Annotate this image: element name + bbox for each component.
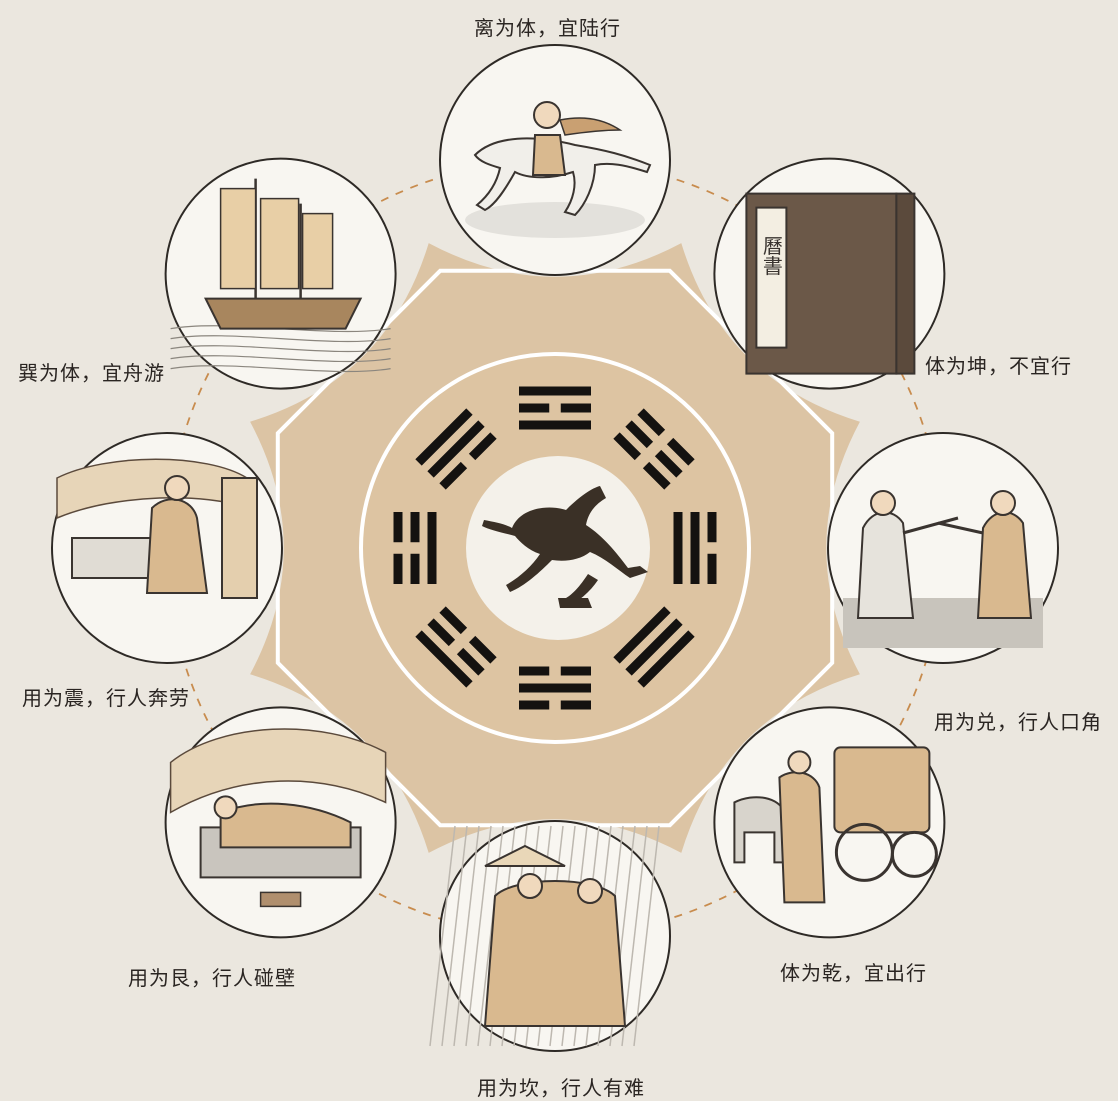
sailing-junk-icon: [164, 157, 397, 390]
sick-in-bed-icon: [164, 706, 397, 939]
yang-line: [637, 630, 695, 688]
yin-line: [519, 403, 550, 413]
trigram-坤: [613, 408, 695, 490]
trigram-离: [519, 386, 591, 430]
book-title-label: 曆書: [759, 236, 783, 276]
yin-line: [642, 461, 671, 490]
yang-line: [519, 386, 591, 396]
yang-line: [613, 606, 671, 664]
yin-line: [613, 432, 642, 461]
trigram-坎: [519, 666, 591, 710]
caption-dui: 用为兑，行人口角: [934, 710, 1102, 734]
yin-line: [427, 618, 456, 647]
yang-line: [625, 618, 683, 676]
yang-line: [415, 408, 473, 466]
yin-line: [468, 432, 497, 461]
trigram-巽: [415, 408, 497, 490]
horse-carriage-icon: [713, 706, 946, 939]
rider-on-horse-icon: [439, 44, 671, 276]
yang-line: [415, 630, 473, 688]
yin-line: [707, 553, 717, 584]
yin-line: [393, 512, 403, 543]
yin-line: [410, 512, 420, 543]
trigram-艮: [415, 606, 497, 688]
yin-line: [707, 512, 717, 543]
trigram-乾: [613, 606, 695, 688]
two-men-arguing-icon: [827, 432, 1059, 664]
yin-line: [654, 449, 683, 478]
yin-line: [625, 420, 654, 449]
trigram-group: [393, 386, 717, 710]
yin-line: [410, 553, 420, 584]
almanac-book-icon: 曆書: [713, 157, 946, 390]
yin-line: [519, 700, 550, 710]
octagon-outline: [275, 268, 835, 828]
yin-line: [560, 666, 591, 676]
trigram-兑: [673, 512, 717, 584]
yin-line: [560, 403, 591, 413]
yin-line: [439, 461, 468, 490]
yang-line: [427, 420, 485, 478]
scene-group: 曆書: [51, 44, 1059, 1052]
yin-line: [666, 437, 695, 466]
yang-line: [673, 512, 683, 584]
yang-line: [519, 683, 591, 693]
yang-line: [690, 512, 700, 584]
yin-line: [637, 408, 666, 437]
yang-line: [519, 420, 591, 430]
yin-line: [456, 647, 485, 676]
caption-qian: 体为乾，宜出行: [780, 961, 927, 985]
yin-line: [560, 700, 591, 710]
yang-line: [427, 512, 437, 584]
caption-kun: 体为坤，不宜行: [925, 354, 1072, 378]
bronze-galloping-horse-icon: [466, 456, 650, 640]
caption-li: 离为体，宜陆行: [474, 16, 621, 40]
travelers-in-storm-icon: [429, 820, 671, 1052]
caption-zhen: 用为震，行人奔劳: [22, 686, 190, 710]
yin-line: [468, 635, 497, 664]
caption-gen: 用为艮，行人碰壁: [128, 966, 296, 990]
caption-kan: 用为坎，行人有难: [477, 1076, 645, 1100]
trigram-震: [393, 512, 437, 584]
yin-line: [519, 666, 550, 676]
yin-line: [439, 606, 468, 635]
man-rushing-out-icon: [51, 432, 283, 664]
caption-xun: 巽为体，宜舟游: [18, 361, 165, 385]
yin-line: [393, 553, 403, 584]
